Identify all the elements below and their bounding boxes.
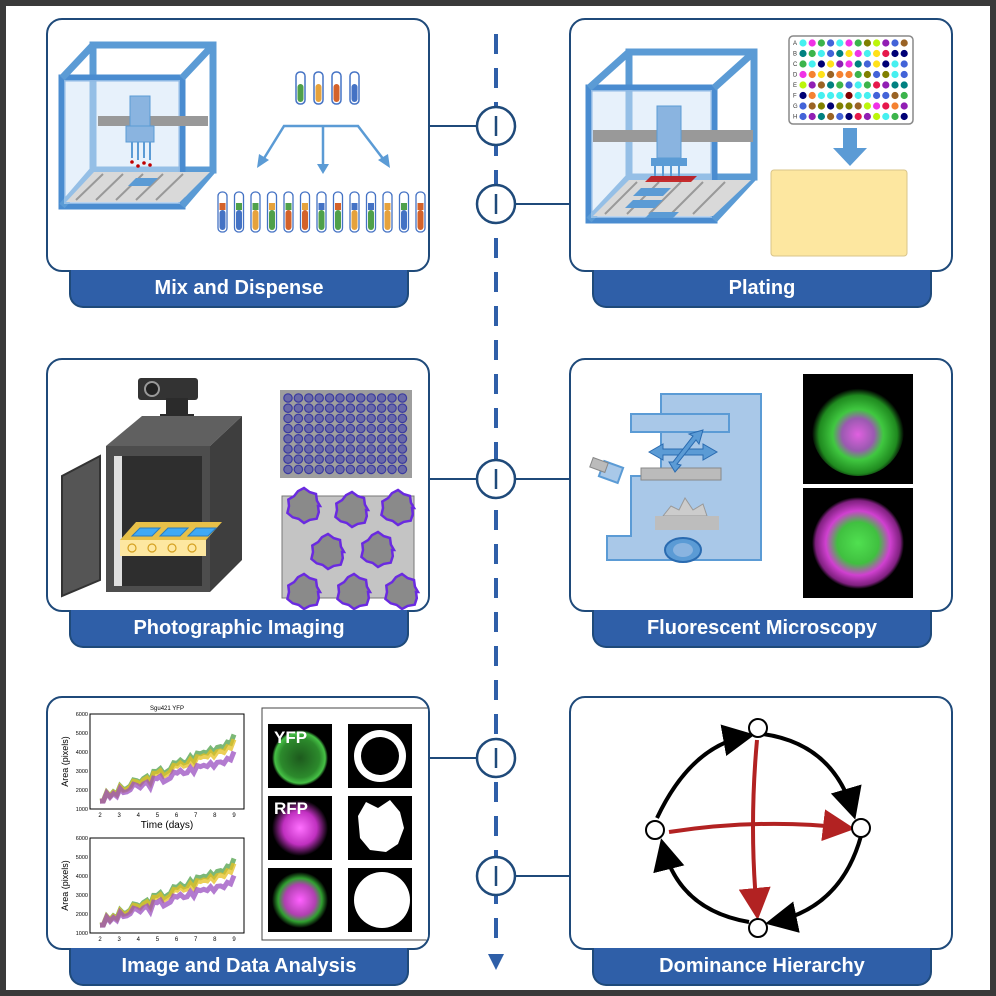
- figure-frame: Mix and Dispense: [6, 6, 990, 990]
- label-image-data-analysis: Image and Data Analysis: [69, 948, 409, 986]
- photographed-well-plate: [283, 393, 408, 475]
- agar-plate: [770, 169, 908, 257]
- svg-text:6000: 6000: [76, 836, 88, 842]
- svg-text:4: 4: [137, 813, 141, 819]
- svg-text:8: 8: [213, 813, 217, 819]
- rfp-mask: [358, 800, 404, 852]
- svg-text:7: 7: [194, 937, 198, 943]
- svg-text:2000: 2000: [76, 788, 88, 794]
- svg-text:4000: 4000: [76, 750, 88, 756]
- rfp-yfp-colony-image: [812, 497, 904, 589]
- svg-text:3: 3: [117, 937, 121, 943]
- svg-text:6: 6: [175, 813, 179, 819]
- timeline-arrowhead: [488, 954, 504, 970]
- svg-text:3000: 3000: [76, 769, 88, 775]
- svg-text:E: E: [793, 83, 797, 89]
- down-arrow: [833, 128, 867, 166]
- svg-text:1000: 1000: [76, 807, 88, 813]
- svg-text:Sgu421 YFP: Sgu421 YFP: [150, 706, 184, 712]
- label-dominance-hierarchy: Dominance Hierarchy: [592, 948, 932, 986]
- hierarchy-node: [748, 718, 768, 738]
- combined-mask: [354, 872, 410, 928]
- svg-text:5000: 5000: [76, 855, 88, 861]
- svg-text:2: 2: [98, 937, 102, 943]
- svg-text:Area (pixels): Area (pixels): [60, 736, 70, 787]
- panel-fluorescent-microscopy: [569, 358, 953, 612]
- analysis-illustration: Sgu421 YFP 6000 5000 4000 3000 2000 1000 2 3 4 5 6 7…: [60, 706, 428, 943]
- svg-text:F: F: [793, 94, 797, 100]
- label-photographic-imaging: Photographic Imaging: [69, 610, 409, 648]
- dispensed-tubes: [217, 191, 426, 233]
- label-plating: Plating: [592, 270, 932, 308]
- svg-text:4000: 4000: [76, 874, 88, 880]
- svg-text:6000: 6000: [76, 712, 88, 718]
- svg-text:2: 2: [98, 813, 102, 819]
- yfp-image: [272, 730, 328, 786]
- svg-text:C: C: [793, 62, 798, 68]
- svg-text:8: 8: [213, 937, 217, 943]
- svg-text:D: D: [793, 73, 798, 79]
- svg-text:2000: 2000: [76, 912, 88, 918]
- svg-text:5: 5: [156, 937, 160, 943]
- hierarchy-node: [748, 918, 768, 938]
- panel-mix-dispense: [46, 18, 430, 272]
- hierarchy-node: [645, 820, 665, 840]
- growth-chart-top: Sgu421 YFP 6000 5000 4000 3000 2000 1000 2 3 4 5 6 7…: [60, 706, 245, 831]
- svg-text:9: 9: [232, 937, 236, 943]
- dominance-hierarchy-graph: [645, 718, 871, 938]
- segmented-colonies: [286, 486, 421, 610]
- combined-image: [272, 872, 328, 928]
- growth-chart-bottom: 6000 5000 4000 3000 2000 1000 2 3 4 5 6 7 8 9 Area (pi…: [60, 836, 245, 943]
- mix-dispense-illustration: [58, 41, 426, 233]
- photo-imaging-illustration: [61, 378, 421, 610]
- svg-text:5: 5: [156, 813, 160, 819]
- source-tubes: [295, 71, 360, 105]
- panel-photographic-imaging: [46, 358, 430, 612]
- svg-text:3: 3: [117, 813, 121, 819]
- well-plate-96: [799, 39, 908, 121]
- svg-text:3000: 3000: [76, 893, 88, 899]
- svg-text:H: H: [793, 115, 797, 121]
- svg-text:G: G: [793, 104, 798, 110]
- timeline-overlay: [430, 34, 571, 970]
- rfp-label: RFP: [274, 799, 308, 818]
- yfp-label: YFP: [274, 728, 308, 747]
- svg-text:7: 7: [194, 813, 198, 819]
- label-mix-dispense: Mix and Dispense: [69, 270, 409, 308]
- svg-text:9: 9: [232, 813, 236, 819]
- svg-text:Area (pixels): Area (pixels): [60, 860, 70, 911]
- yfp-rfp-colony-image: [812, 384, 904, 476]
- panel-image-data-analysis: Sgu421 YFP 6000 5000 4000 3000 2000 1000 2 3 4 5 6 7…: [46, 696, 430, 950]
- stage-movement-icon: [647, 429, 719, 473]
- rfp-image: [272, 800, 328, 856]
- svg-text:A: A: [793, 41, 797, 47]
- microscope-illustration: [589, 374, 913, 598]
- panel-dominance-hierarchy: [569, 696, 953, 950]
- svg-text:5000: 5000: [76, 731, 88, 737]
- svg-text:Time (days): Time (days): [141, 820, 193, 831]
- svg-text:B: B: [793, 52, 797, 58]
- label-fluorescent-microscopy: Fluorescent Microscopy: [592, 610, 932, 648]
- svg-text:1000: 1000: [76, 931, 88, 937]
- svg-text:4: 4: [137, 937, 141, 943]
- hierarchy-node: [851, 818, 871, 838]
- svg-text:6: 6: [175, 937, 179, 943]
